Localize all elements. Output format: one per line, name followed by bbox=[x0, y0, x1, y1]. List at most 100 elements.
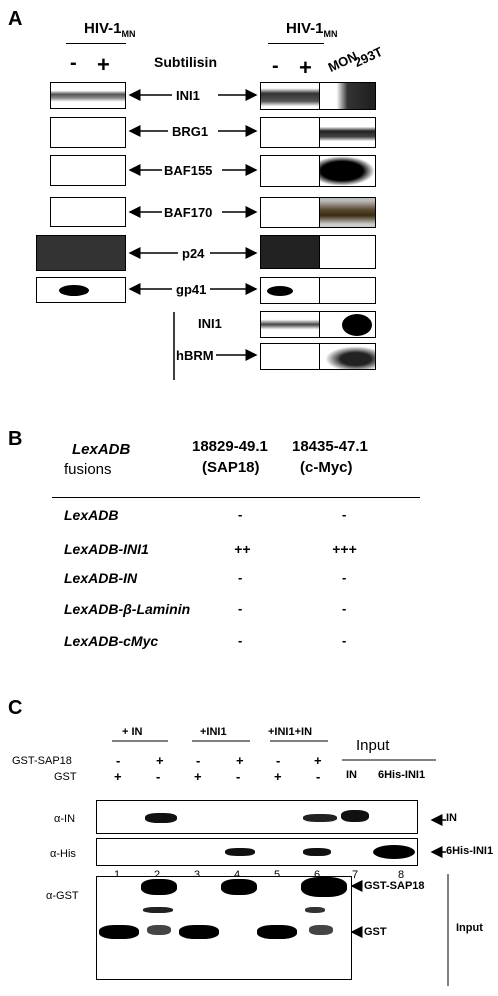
gp41-band bbox=[59, 285, 89, 296]
lane-number-7: 7 bbox=[352, 869, 359, 881]
panel-a-arrows bbox=[128, 89, 258, 380]
row-v2-3: - bbox=[342, 601, 347, 616]
right-label-gst-sap18: GST-SAP18 bbox=[364, 880, 425, 892]
gst-sign-2: - bbox=[156, 769, 161, 784]
row-label-ini1: INI1 bbox=[176, 88, 200, 103]
hiv-right-header: HIV-1MN bbox=[286, 20, 338, 39]
sap-sign-4: + bbox=[236, 753, 244, 768]
input-header: Input bbox=[356, 737, 390, 754]
ini1-hiv-seg bbox=[261, 83, 320, 109]
lane-in-label: IN bbox=[346, 769, 357, 781]
row-v1-4: - bbox=[238, 633, 243, 648]
right-label-his: 6His-INI1 bbox=[446, 845, 494, 857]
band-lane6-his bbox=[303, 848, 331, 856]
lower-label-hbrm: hBRM bbox=[176, 348, 214, 363]
lane-number-3: 3 bbox=[194, 869, 201, 881]
table-divider bbox=[52, 497, 420, 498]
hiv-right-line bbox=[268, 43, 324, 44]
lower-hbrm-cell-seg bbox=[320, 344, 375, 369]
lower-label-ini1: INI1 bbox=[198, 316, 222, 331]
baf170-cell-seg bbox=[320, 198, 375, 227]
col2-line1: 18435-47.1 bbox=[292, 438, 368, 455]
panel-b-label: B bbox=[8, 428, 23, 450]
lower-hbrm-hiv-seg bbox=[261, 344, 320, 369]
row-label-brg1: BRG1 bbox=[172, 124, 209, 139]
minus-right: - bbox=[272, 55, 279, 77]
mid-band-6 bbox=[305, 907, 325, 913]
ini1-cell-seg bbox=[320, 83, 375, 109]
panel-c-label: C bbox=[8, 697, 23, 719]
blot-right-baf170 bbox=[260, 197, 376, 228]
gst-sign-6: - bbox=[316, 769, 321, 784]
lower-ini1-hiv-seg bbox=[261, 312, 320, 337]
blot-c-alpha-his bbox=[96, 838, 418, 866]
blot-lower-hbrm bbox=[260, 343, 376, 370]
band-lane6-in bbox=[303, 814, 337, 822]
band-lane7-in bbox=[341, 810, 369, 822]
row-label-alpha-his: α-His bbox=[50, 848, 76, 860]
row-label-alpha-in: α-IN bbox=[54, 813, 76, 825]
sap-sign-2: + bbox=[156, 753, 164, 768]
row-name-0: LexADB bbox=[64, 507, 119, 523]
blot-c-alpha-gst bbox=[96, 876, 352, 980]
lane-number-1: 1 bbox=[114, 869, 121, 881]
row-label-gp41: gp41 bbox=[176, 282, 207, 297]
row-label-baf170: BAF170 bbox=[164, 205, 213, 220]
blot-right-brg1 bbox=[260, 117, 376, 148]
gp41-right-band bbox=[267, 286, 293, 296]
band-lane4-his bbox=[225, 848, 255, 856]
row-label-baf155: BAF155 bbox=[164, 163, 213, 178]
gst-sign-1: + bbox=[114, 769, 122, 784]
sap-sign-6: + bbox=[314, 753, 322, 768]
gst-sap18-band-2 bbox=[141, 879, 177, 895]
row-label-alpha-gst: α-GST bbox=[46, 890, 79, 902]
group-label-2: +INI1 bbox=[200, 726, 227, 738]
gst-sign-4: - bbox=[236, 769, 241, 784]
brg1-cell-seg bbox=[320, 118, 375, 147]
baf155-hiv-seg bbox=[261, 156, 320, 186]
gst-band-1 bbox=[99, 925, 139, 939]
right-label-gst: GST bbox=[364, 926, 387, 938]
baf170-hiv-seg bbox=[261, 198, 320, 227]
blot-left-brg1 bbox=[50, 117, 126, 148]
hiv-left-line bbox=[66, 43, 126, 44]
lane-number-2: 2 bbox=[154, 869, 161, 881]
p24-hiv-seg bbox=[261, 236, 320, 268]
blot-left-baf155 bbox=[50, 155, 126, 186]
minus-left: - bbox=[70, 52, 77, 74]
lane-number-6: 6 bbox=[314, 869, 321, 881]
panel-a-label: A bbox=[8, 8, 23, 30]
row-name-4: LexADB-cMyc bbox=[64, 633, 159, 649]
lane-number-5: 5 bbox=[274, 869, 281, 881]
band-lane2-in bbox=[145, 813, 177, 823]
row-v1-2: - bbox=[238, 570, 243, 585]
lane-his-label: 6His-INI1 bbox=[378, 769, 426, 781]
gst-band-5 bbox=[257, 925, 297, 939]
blot-left-baf170 bbox=[50, 197, 126, 227]
group-label-1: + IN bbox=[122, 726, 143, 738]
group-label-3: +INI1+IN bbox=[268, 726, 313, 738]
col1-line2: (SAP18) bbox=[202, 459, 260, 476]
blot-right-baf155 bbox=[260, 155, 376, 187]
gp41-hiv-seg bbox=[261, 278, 320, 303]
weak-band-6 bbox=[309, 925, 333, 935]
blot-lower-ini1 bbox=[260, 311, 376, 338]
header-fusion-1: LexADB bbox=[72, 441, 131, 458]
blot-left-p24 bbox=[36, 235, 126, 271]
lower-ini1-band bbox=[342, 314, 372, 336]
blot-left-ini1 bbox=[50, 82, 126, 109]
hiv-left-header: HIV-1MN bbox=[84, 20, 136, 39]
row-name-3: LexADB-β-Laminin bbox=[64, 601, 191, 617]
gst-label: GST bbox=[54, 771, 77, 783]
sap-sign-3: - bbox=[196, 753, 201, 768]
gst-sap18-label: GST-SAP18 bbox=[12, 755, 72, 767]
weak-band-2 bbox=[147, 925, 171, 935]
row-v1-1: ++ bbox=[234, 541, 251, 557]
sap-sign-1: - bbox=[116, 753, 121, 768]
row-name-1: LexADB-INI1 bbox=[64, 541, 149, 557]
row-v1-0: - bbox=[238, 507, 243, 522]
col1-line1: 18829-49.1 bbox=[192, 438, 268, 455]
row-v2-4: - bbox=[342, 633, 347, 648]
blot-c-alpha-in bbox=[96, 800, 418, 834]
